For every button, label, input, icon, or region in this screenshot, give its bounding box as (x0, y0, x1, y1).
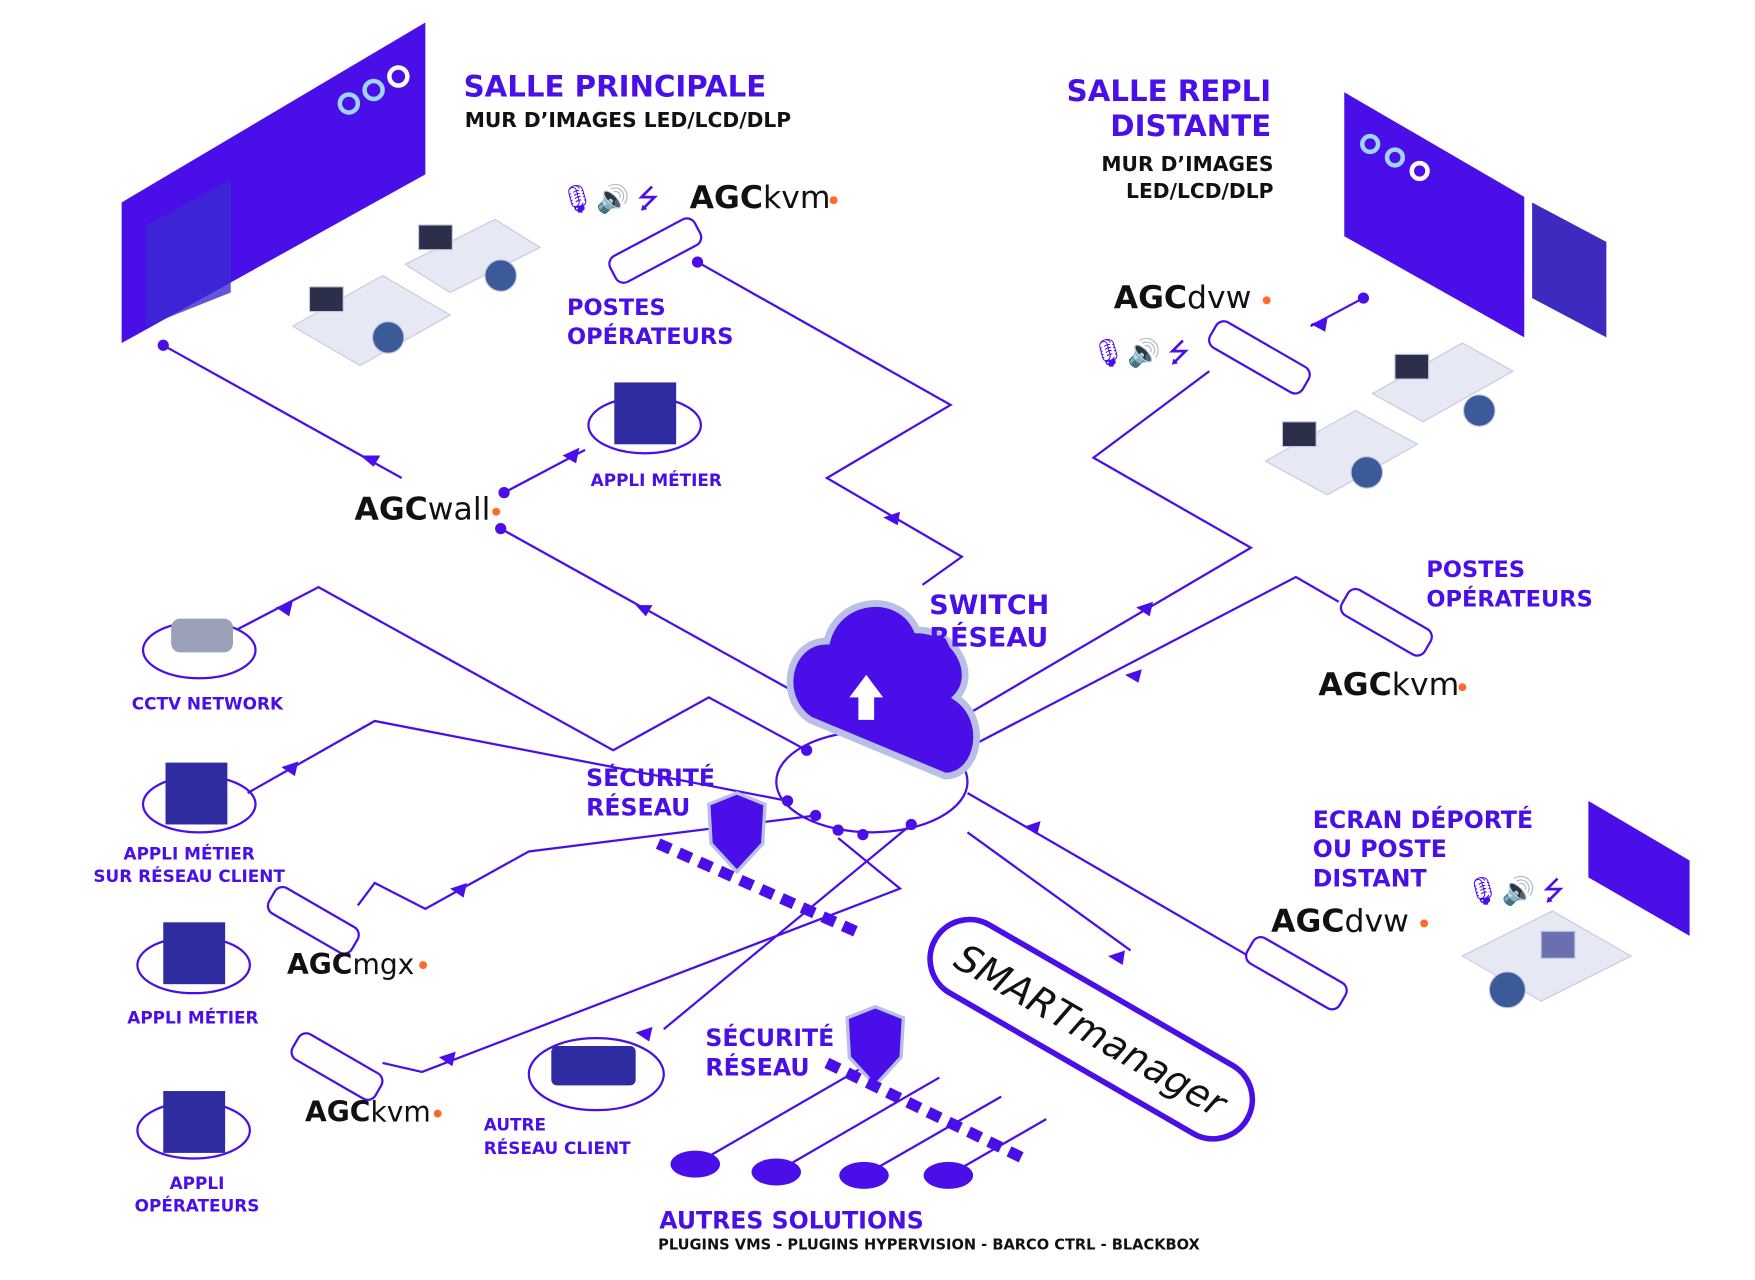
shield-icon (655, 791, 863, 939)
main-room-title: SALLE PRINCIPALE (464, 70, 767, 104)
backup-room-title: DISTANTE (1110, 109, 1271, 143)
connection-lines (157, 256, 1370, 1177)
product-agcdvw: AGCdvw (1271, 903, 1409, 939)
app-cube-icon (587, 382, 703, 455)
operator-desks-backup (1264, 342, 1515, 496)
usb-icon: ⭍ (1168, 338, 1190, 369)
speaker-icon: 🔊 (1127, 336, 1161, 369)
remote-desk (1461, 910, 1633, 1009)
other-solutions-subtitle: PLUGINS VMS - PLUGINS HYPERVISION - BARC… (658, 1237, 1200, 1254)
app-label: APPLI MÉTIER (591, 469, 722, 490)
mgx-device (266, 885, 360, 955)
security-label: RÉSEAU (705, 1053, 809, 1081)
dvw-device (1208, 320, 1311, 395)
microphone-icon: 🎙 (1091, 338, 1125, 369)
product-agckvm: AGCkvm (690, 180, 831, 216)
security-label: SÉCURITÉ (586, 764, 715, 792)
product-agcwall: AGCwall (354, 492, 490, 528)
speaker-icon: 🔊 (596, 182, 630, 215)
app-label: APPLI MÉTIER (127, 1007, 258, 1028)
kvm-device (1339, 587, 1433, 657)
backup-room-title: SALLE REPLI (1067, 74, 1272, 108)
kvm-device (290, 1032, 384, 1101)
main-room-subtitle: MUR D’IMAGES LED/LCD/DLP (465, 108, 791, 132)
other-network-label: RÉSEAU CLIENT (484, 1137, 631, 1158)
app-cube-icon (141, 762, 257, 834)
microphone-icon: 🎙 (1466, 876, 1500, 907)
remote-screen-label: DISTANT (1313, 864, 1427, 892)
security-label: RÉSEAU (586, 793, 690, 821)
smartmanager-logo: SMARTmanager (947, 936, 1235, 1128)
shield-icon (824, 1004, 1027, 1164)
app-client-label: SUR RÉSEAU CLIENT (93, 865, 285, 886)
product-agckvm: AGCkvm (1318, 667, 1459, 703)
usb-icon: ⭍ (637, 184, 659, 215)
cctv-label: CCTV NETWORK (132, 694, 284, 714)
operators-label: POSTES (567, 295, 666, 321)
backup-room-subtitle: LED/LCD/DLP (1126, 179, 1273, 203)
kvm-device (608, 217, 703, 284)
remote-screen (1588, 800, 1690, 936)
cloud-switch-icon (775, 600, 980, 834)
switch-label: SWITCH (929, 590, 1049, 621)
operators-label: POSTES (1426, 557, 1525, 583)
main-video-wall (121, 22, 426, 344)
microphone-icon: 🎙 (560, 184, 594, 215)
product-agcmgx: AGCmgx (287, 948, 414, 981)
speaker-icon: 🔊 (1502, 874, 1536, 907)
dvw-device (1244, 936, 1348, 1011)
backup-video-wall (1344, 92, 1607, 338)
app-operators-label: APPLI (170, 1173, 225, 1193)
server-icon (527, 1037, 665, 1112)
operator-desks-main (291, 218, 542, 367)
other-solutions-title: AUTRES SOLUTIONS (659, 1206, 924, 1234)
remote-screen-label: ECRAN DÉPORTÉ (1313, 806, 1533, 834)
product-agcdvw: AGCdvw (1114, 280, 1252, 316)
operators-label: OPÉRATEURS (1426, 584, 1592, 612)
remote-screen-label: OU POSTE (1313, 835, 1447, 863)
usb-icon: ⭍ (1542, 876, 1564, 907)
product-agckvm: AGCkvm (305, 1095, 431, 1128)
switch-label: RÉSEAU (929, 622, 1048, 654)
app-operators-label: OPÉRATEURS (135, 1194, 260, 1215)
app-client-label: APPLI MÉTIER (124, 842, 255, 863)
other-network-label: AUTRE (484, 1114, 546, 1134)
backup-room-subtitle: MUR D’IMAGES (1101, 152, 1273, 176)
operators-label: OPÉRATEURS (567, 322, 733, 350)
security-label: SÉCURITÉ (705, 1024, 834, 1052)
app-cube-icon (136, 922, 251, 995)
app-cube-icon (136, 1091, 251, 1160)
cctv-camera-icon (141, 618, 257, 680)
